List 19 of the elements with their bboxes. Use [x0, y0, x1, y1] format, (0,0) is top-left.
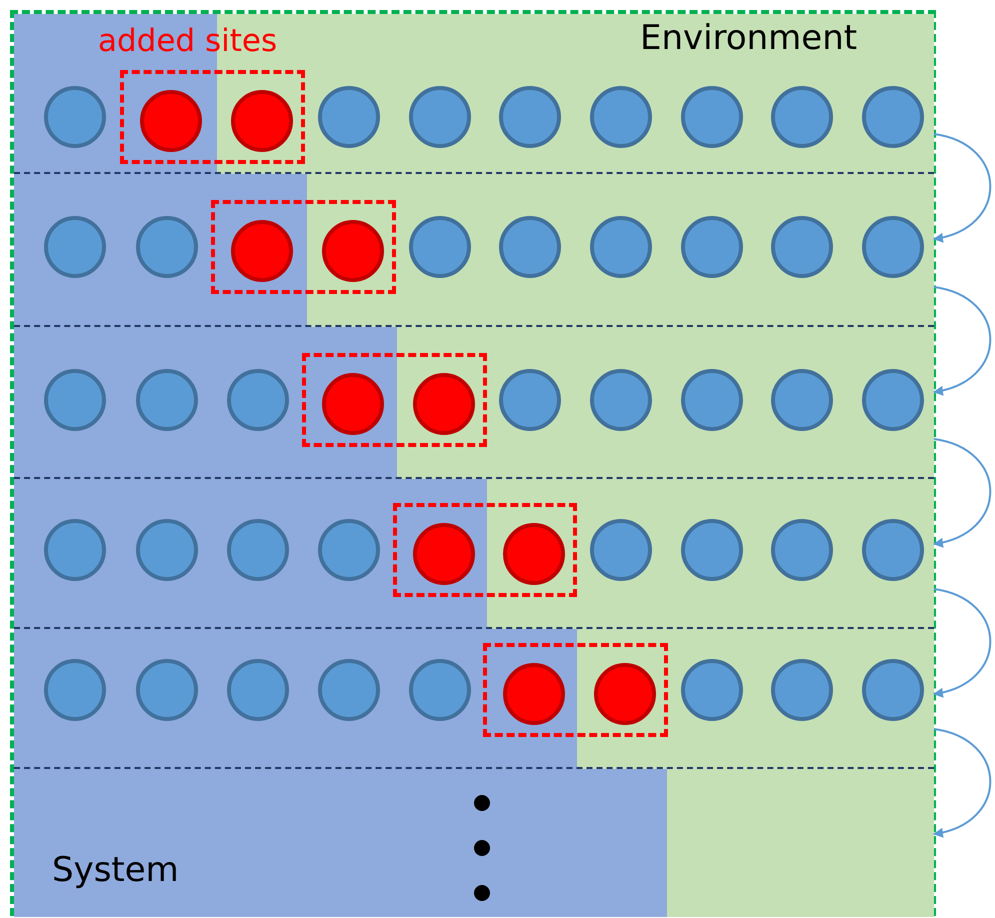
row-band	[14, 769, 934, 917]
row-band	[14, 327, 934, 479]
dashed-selection-box	[393, 503, 577, 597]
row-band	[14, 14, 934, 174]
row-band	[14, 479, 934, 629]
dashed-selection-box	[211, 200, 396, 294]
curved-arrow	[933, 588, 992, 697]
curved-arrow	[933, 133, 992, 242]
region-label: Environment	[640, 18, 858, 58]
region-label: System	[52, 850, 179, 890]
curved-arrow	[933, 438, 992, 547]
row-band	[14, 629, 934, 769]
dashed-selection-box	[483, 643, 668, 737]
dashed-frame	[10, 10, 936, 916]
row-band	[14, 174, 934, 327]
curved-arrow	[933, 728, 992, 837]
curved-arrow	[933, 286, 992, 395]
box-label: added sites	[98, 22, 278, 60]
dashed-selection-box	[302, 353, 487, 447]
